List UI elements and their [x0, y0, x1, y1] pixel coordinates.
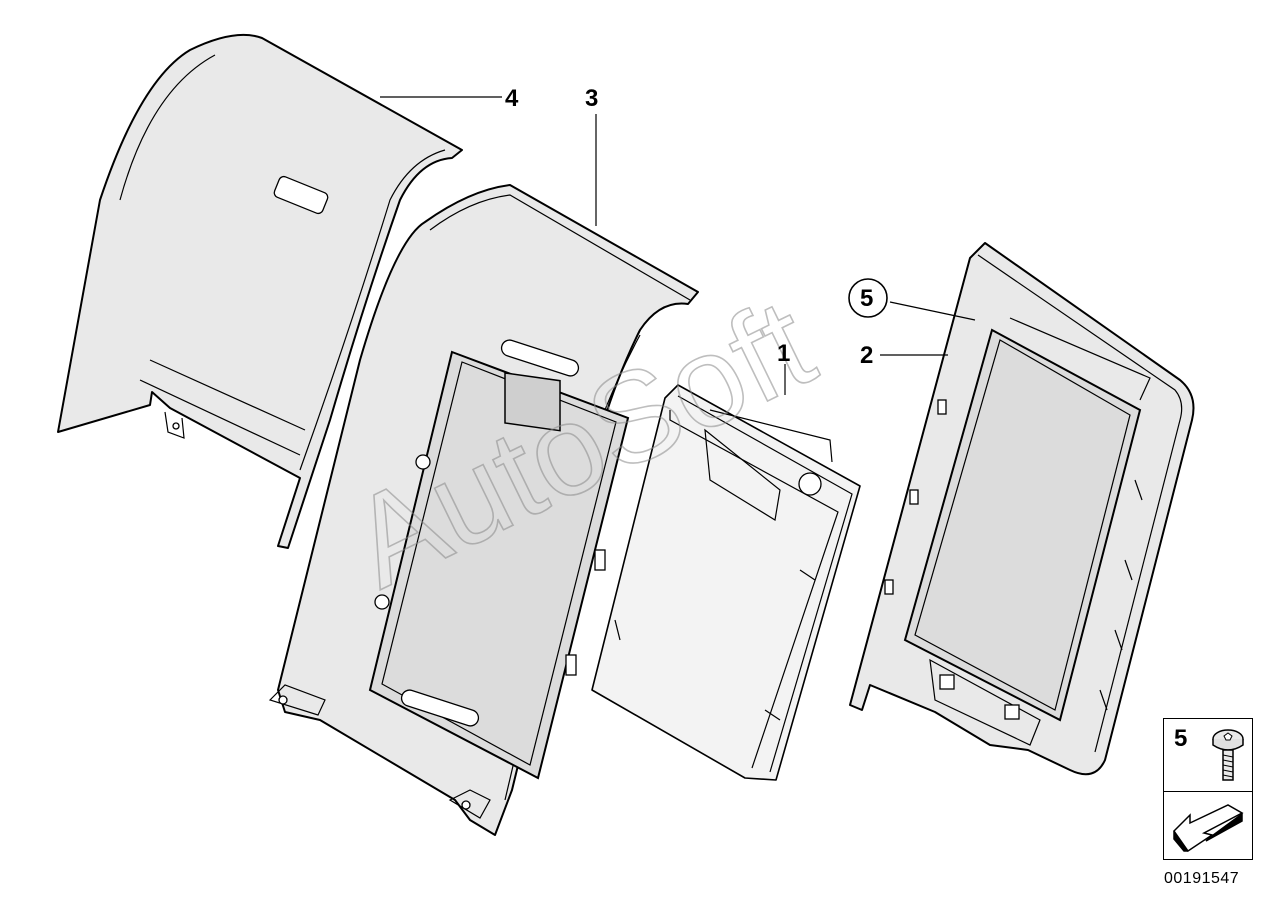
part-4-rear-cover: [57, 33, 463, 549]
callout-4: 4: [505, 85, 519, 112]
legend-part-number: 5: [1174, 725, 1188, 752]
leader-lines: [380, 96, 976, 395]
legend-box: 5: [1163, 718, 1253, 860]
callout-1: 1: [777, 340, 790, 367]
callout-3: 3: [585, 85, 598, 112]
part-2-housing: [849, 242, 1195, 776]
torx-screw-icon: [1212, 729, 1244, 781]
installation-direction-arrow-icon: [1173, 804, 1244, 853]
diagram-number: 00191547: [1164, 870, 1240, 887]
part-3-front-frame: [268, 184, 699, 836]
callout-2: 2: [860, 342, 873, 369]
callout-5: 5: [860, 285, 873, 312]
part-1-display-unit: [591, 384, 861, 781]
leader-5: [889, 301, 976, 321]
callout-5-circle: [848, 278, 888, 318]
legend-divider: [1164, 791, 1252, 792]
